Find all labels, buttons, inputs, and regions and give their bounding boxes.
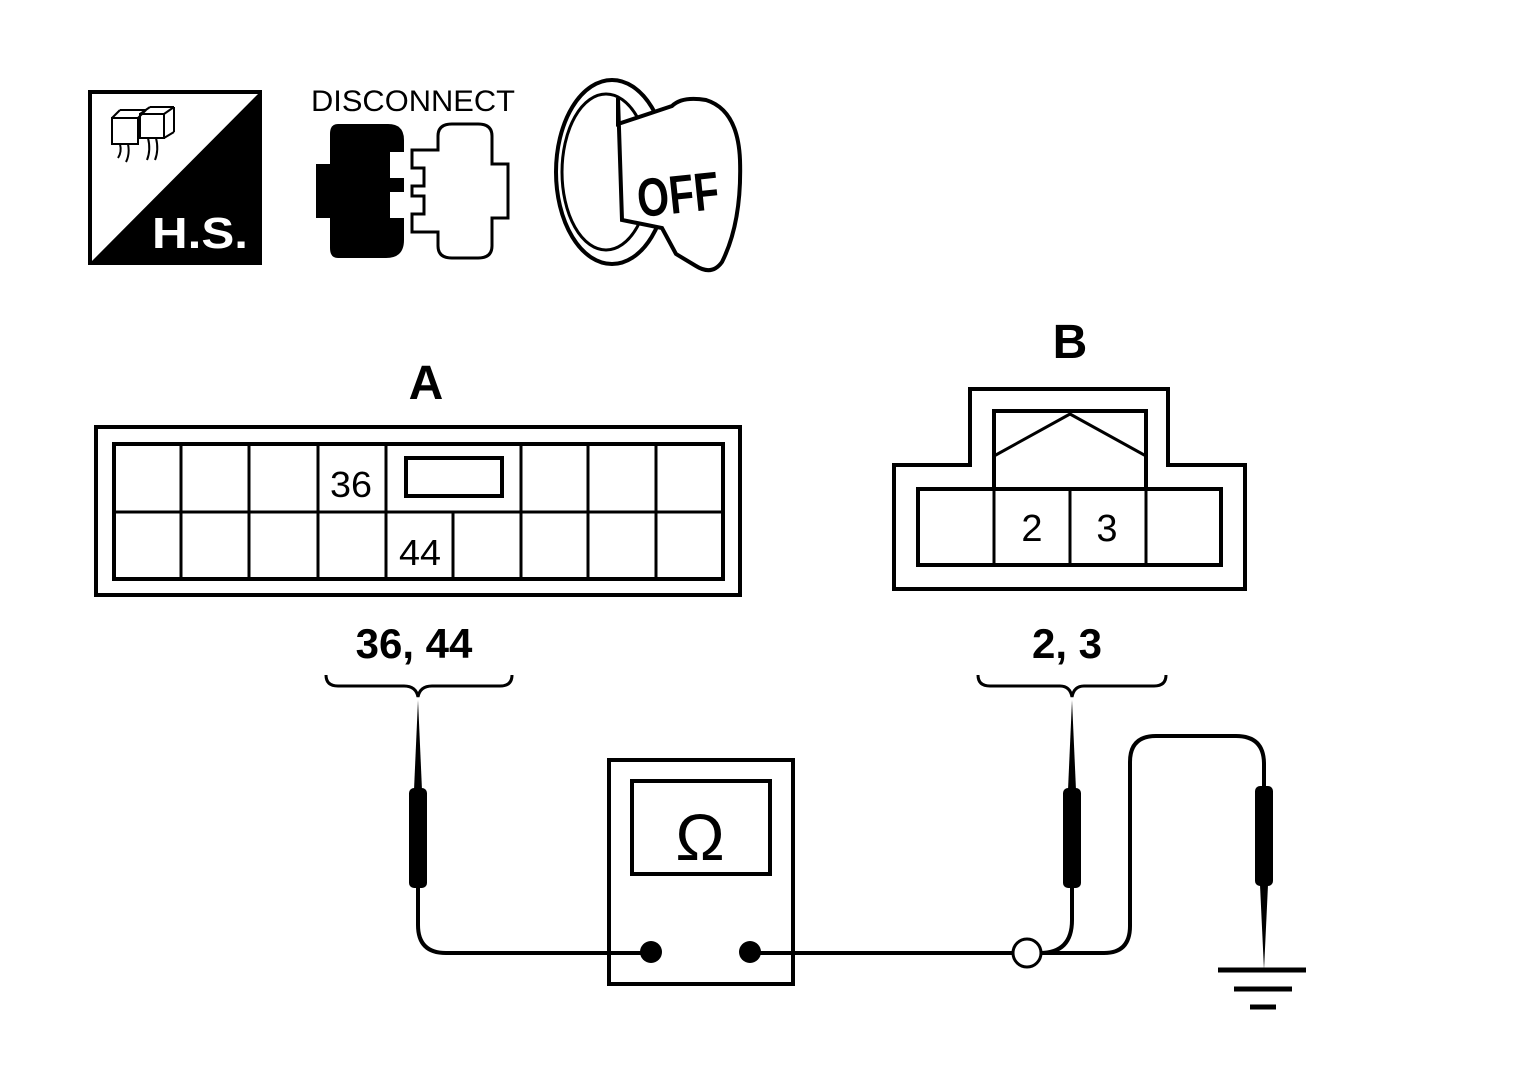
connector-b-grid [992,489,1148,565]
ground-icon [1218,967,1306,1010]
probe-a [409,700,427,888]
wire-junction [1011,937,1043,969]
connector-b-lock [992,409,1148,491]
connector-b-lock-ramp [993,412,1147,458]
lead-probe-b [1039,887,1074,955]
lead-left [416,887,651,955]
terminal-36-label: 36 [330,464,372,505]
connector-b: B 2 3 2, 3 [892,316,1247,698]
probe-b-handle [1063,788,1081,888]
connector-b-brace [976,674,1168,698]
connector-a-probe-label: 36, 44 [356,620,473,667]
connector-a-brace [324,674,514,698]
connector-a-title: A [409,357,444,410]
ohm-symbol: Ω [675,800,724,874]
connector-b-title: B [1053,316,1088,369]
terminal-3-label: 3 [1096,508,1117,550]
ohmmeter-display [630,779,772,876]
connector-a-latch [404,456,504,498]
probe-ground [1255,786,1273,970]
lead-ground-jumper [1040,734,1266,955]
harness-label: H.S. [152,209,248,258]
plug-female-icon [410,122,510,260]
probe-b [1063,700,1081,888]
probe-b-tip [1068,700,1076,790]
disconnect-icon: DISCONNECT [311,85,515,260]
ignition-label: OFF [634,161,722,229]
probe-a-handle [409,788,427,888]
ignition-off-icon: OFF [554,78,743,273]
probe-ground-tip [1260,885,1268,970]
connector-a-grid [114,444,723,579]
probe-a-tip [414,700,422,790]
terminal-44-label: 44 [399,532,441,573]
probe-ground-handle [1255,786,1273,886]
test-leads [416,734,1266,955]
connector-b-probe-label: 2, 3 [1032,620,1102,667]
terminal-2-label: 2 [1021,508,1042,550]
disconnect-label: DISCONNECT [311,85,515,118]
ohmmeter: Ω [607,758,795,986]
ignition-key-icon [616,96,743,273]
connector-sketch-icon [111,106,175,163]
plug-male-icon [316,124,404,258]
harness-icon: H.S. [88,90,262,265]
connector-a: A 36 44 36, 44 [94,357,742,698]
